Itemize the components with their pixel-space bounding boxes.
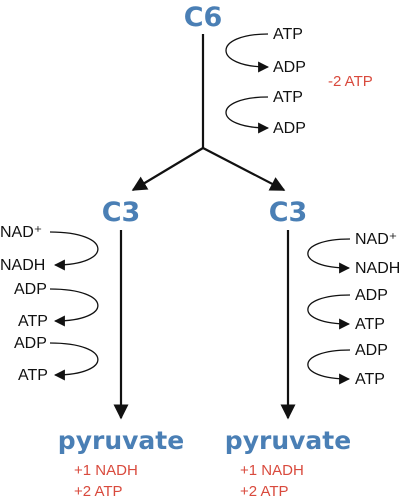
- right-reaction-1-input: NAD⁺: [355, 231, 397, 248]
- right-reaction-3-curve: [307, 349, 351, 385]
- left-molecule-label: C3: [102, 197, 141, 228]
- split-left-arrow: [131, 147, 204, 191]
- right-reaction-1-curve: [307, 238, 351, 274]
- right-yield-atp: +2 ATP: [240, 483, 289, 500]
- right-molecule-label: C3: [269, 197, 308, 228]
- top-reaction-2-curve: [225, 96, 270, 134]
- left-reaction-3-input: ADP: [14, 335, 47, 352]
- left-reaction-3-curve: [49, 342, 99, 381]
- left-reaction-1-output: NADH: [0, 257, 45, 274]
- left-reaction-2-input: ADP: [14, 281, 47, 298]
- right-product-label: pyruvate: [225, 426, 351, 455]
- left-yield-atp: +2 ATP: [74, 483, 123, 500]
- left-reaction-1-input: NAD⁺: [0, 224, 42, 241]
- right-yield-nadh: +1 NADH: [240, 462, 304, 479]
- right-reaction-3-output: ATP: [355, 371, 385, 388]
- right-reaction-3-input: ADP: [355, 342, 388, 359]
- top-net-change: -2 ATP: [328, 73, 373, 90]
- right-reaction-1-output: NADH: [355, 260, 400, 277]
- top-reaction-1-input: ATP: [273, 26, 303, 43]
- left-reaction-2-curve: [49, 288, 99, 327]
- top-reaction-2-output: ADP: [273, 120, 306, 137]
- right-reaction-2-input: ADP: [355, 287, 388, 304]
- left-yield-nadh: +1 NADH: [74, 462, 138, 479]
- split-right-arrow: [202, 147, 286, 191]
- top-reaction-1-curve: [225, 33, 270, 73]
- left-reaction-1-curve: [49, 231, 99, 271]
- left-reaction-2-output: ATP: [18, 313, 48, 330]
- right-reaction-2-output: ATP: [355, 316, 385, 333]
- top-molecule-label: C6: [184, 2, 223, 33]
- left-reaction-3-output: ATP: [18, 367, 48, 384]
- top-reaction-2-input: ATP: [273, 89, 303, 106]
- right-reaction-2-curve: [307, 294, 351, 330]
- top-reaction-1-output: ADP: [273, 59, 306, 76]
- left-product-label: pyruvate: [58, 426, 184, 455]
